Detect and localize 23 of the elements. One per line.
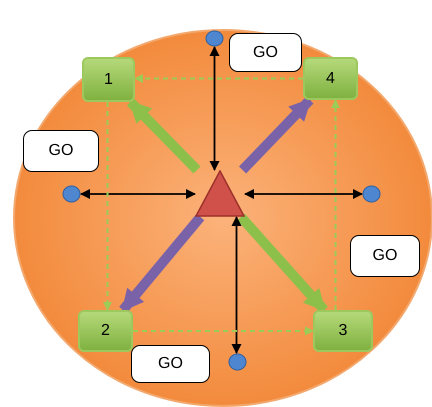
dot xyxy=(205,30,224,47)
numbered-box: 3 xyxy=(313,310,373,352)
label-box: GO xyxy=(23,130,99,172)
arrow xyxy=(134,74,303,83)
dot xyxy=(362,185,381,203)
triangle xyxy=(195,170,245,217)
numbered-box: 2 xyxy=(78,310,133,352)
dot xyxy=(228,353,247,371)
arrow xyxy=(80,189,196,199)
arrow xyxy=(210,46,220,171)
label-box: GO xyxy=(131,345,210,383)
arrow xyxy=(244,189,363,199)
dot xyxy=(62,185,81,203)
numbered-box: 1 xyxy=(82,57,135,102)
label-box: GO xyxy=(350,235,420,277)
arrow xyxy=(238,96,314,174)
arrow xyxy=(133,326,314,336)
arrow xyxy=(103,102,112,311)
numbered-box: 4 xyxy=(303,57,358,100)
arrow xyxy=(331,99,340,310)
label-box: GO xyxy=(229,33,302,72)
arrow xyxy=(232,216,242,354)
arrow xyxy=(126,98,201,174)
